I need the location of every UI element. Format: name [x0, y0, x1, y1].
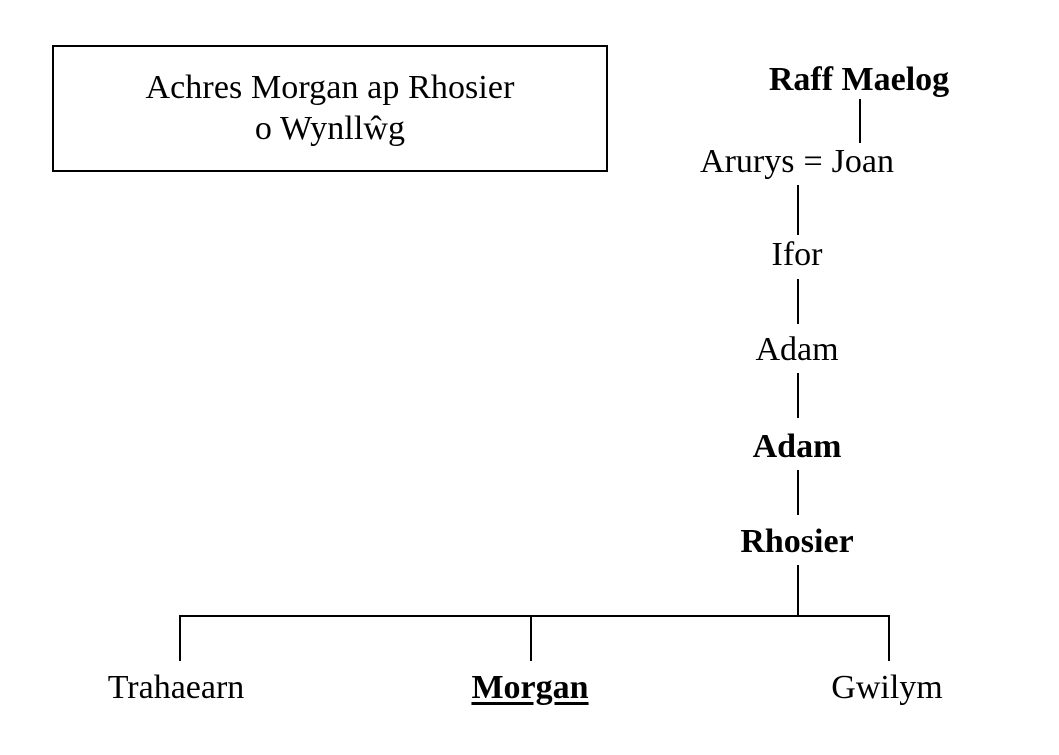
connector-ifor-to-adam — [797, 279, 799, 324]
node-raff-maelog: Raff Maelog — [768, 61, 950, 98]
connector-rhosier-to-sibling-bar — [797, 565, 799, 616]
connector-couple-to-ifor — [797, 185, 799, 235]
title-line-1: Achres Morgan ap Rhosier — [145, 69, 515, 107]
node-adam-younger: Adam — [752, 428, 842, 465]
marriage-symbol: = — [803, 143, 823, 180]
sibling-connector-bar — [179, 615, 889, 617]
node-trahaearn: Trahaearn — [107, 669, 245, 706]
node-adam-elder: Adam — [755, 331, 839, 368]
connector-bar-to-trahaearn — [179, 615, 181, 661]
node-joan: Joan — [831, 143, 894, 180]
node-rhosier: Rhosier — [740, 523, 854, 560]
node-morgan: Morgan — [471, 669, 589, 706]
node-ifor: Ifor — [771, 236, 823, 273]
connector-bar-to-morgan — [530, 615, 532, 661]
node-gwilym: Gwilym — [831, 669, 943, 706]
connector-bar-to-gwilym — [888, 615, 890, 661]
title-box: Achres Morgan ap Rhosier o Wynllŵg — [52, 45, 608, 172]
connector-raff-to-joan — [859, 99, 861, 143]
title-line-2: o Wynllŵg — [254, 109, 406, 147]
connector-adam-to-adam — [797, 373, 799, 418]
node-arurys: Arurys — [700, 143, 795, 180]
node-couple-arurys-joan: Arurys=Joan — [700, 145, 894, 179]
connector-adam-to-rhosier — [797, 470, 799, 515]
